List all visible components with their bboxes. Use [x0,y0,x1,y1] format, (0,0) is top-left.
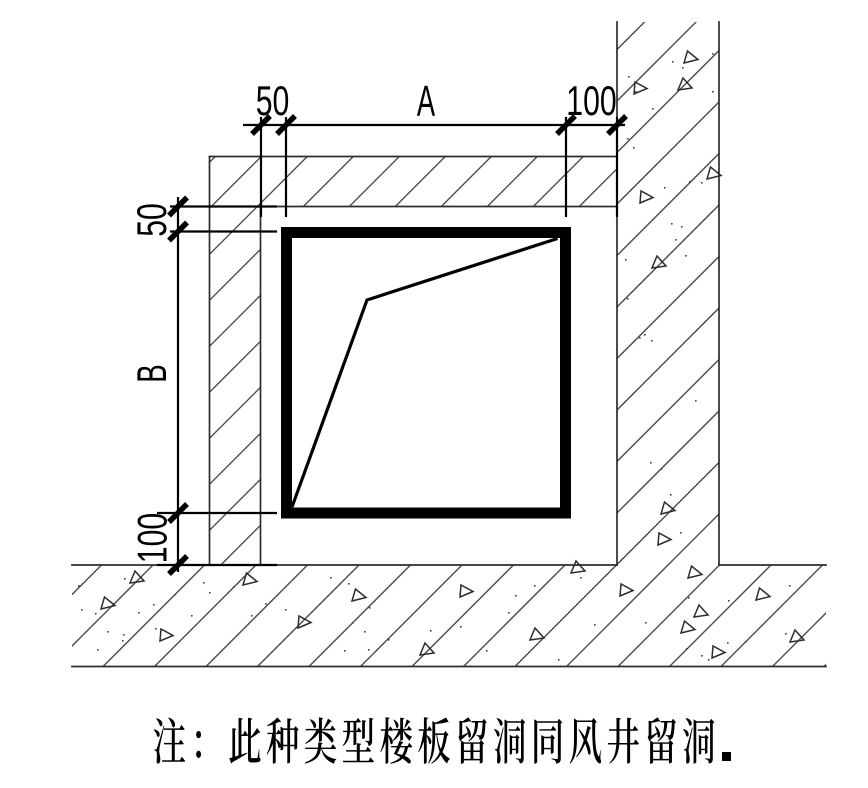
svg-text:B: B [128,364,175,382]
svg-text:100: 100 [566,77,616,124]
svg-text:100: 100 [129,513,176,563]
svg-text:50: 50 [128,203,175,237]
svg-text:A: A [417,76,436,125]
svg-text:50: 50 [256,77,290,124]
